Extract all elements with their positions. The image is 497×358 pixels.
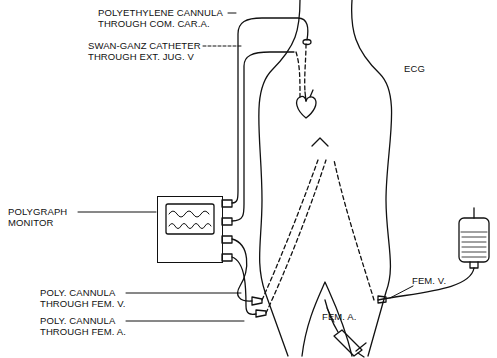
catheter-inside	[262, 160, 318, 300]
cannula-hub	[256, 310, 266, 317]
monitor-box: POLYGRAPH MONITOR	[157, 196, 223, 263]
iv-fluid	[461, 232, 487, 257]
device-label: POLYGRAPH MONITOR	[8, 206, 80, 228]
callout-label: SWAN-GANZ CATHETER THROUGH EXT. JUG. V	[88, 40, 206, 62]
leader-line	[228, 13, 236, 14]
leader-line	[126, 293, 241, 294]
connector	[222, 200, 232, 207]
leader-line	[126, 321, 244, 322]
cannula-hub	[252, 297, 262, 305]
leader-line	[390, 286, 413, 298]
tube	[232, 257, 256, 314]
leader-line	[203, 46, 242, 47]
catheter-inside	[296, 52, 300, 97]
hanger	[473, 208, 474, 218]
trace	[169, 211, 209, 217]
callout-label: FEM. A.	[322, 311, 372, 322]
body-outline	[259, 0, 300, 356]
connector	[222, 236, 232, 243]
callout-label: ECG	[404, 63, 444, 74]
callout-label: FEM. V.	[412, 275, 462, 286]
chest-mark	[312, 138, 328, 146]
entry-site	[303, 40, 311, 45]
iv-line	[378, 268, 474, 300]
leader-line	[78, 212, 156, 213]
connector	[222, 218, 232, 225]
catheter-inside	[305, 44, 306, 92]
connector	[222, 254, 232, 261]
callout-label: POLY. CANNULA THROUGH FEM. A.	[40, 315, 128, 337]
cannula-hub	[378, 296, 386, 303]
body-outline	[352, 0, 392, 356]
trace	[169, 224, 211, 229]
syringe-plunger	[356, 343, 366, 357]
syringe-barrel	[334, 330, 362, 356]
iv-neck	[470, 262, 478, 268]
heart-vessel	[305, 90, 313, 101]
iv-bottle	[459, 218, 489, 262]
callout-label: POLY. CANNULA THROUGH FEM. V.	[40, 287, 128, 309]
monitor-screen	[166, 204, 214, 234]
tube	[232, 52, 294, 221]
callout-label: POLYETHYLENE CANNULA THROUGH COM. CAR.A.	[98, 7, 230, 29]
catheter-inside	[334, 160, 374, 300]
catheter-inside	[266, 160, 326, 313]
